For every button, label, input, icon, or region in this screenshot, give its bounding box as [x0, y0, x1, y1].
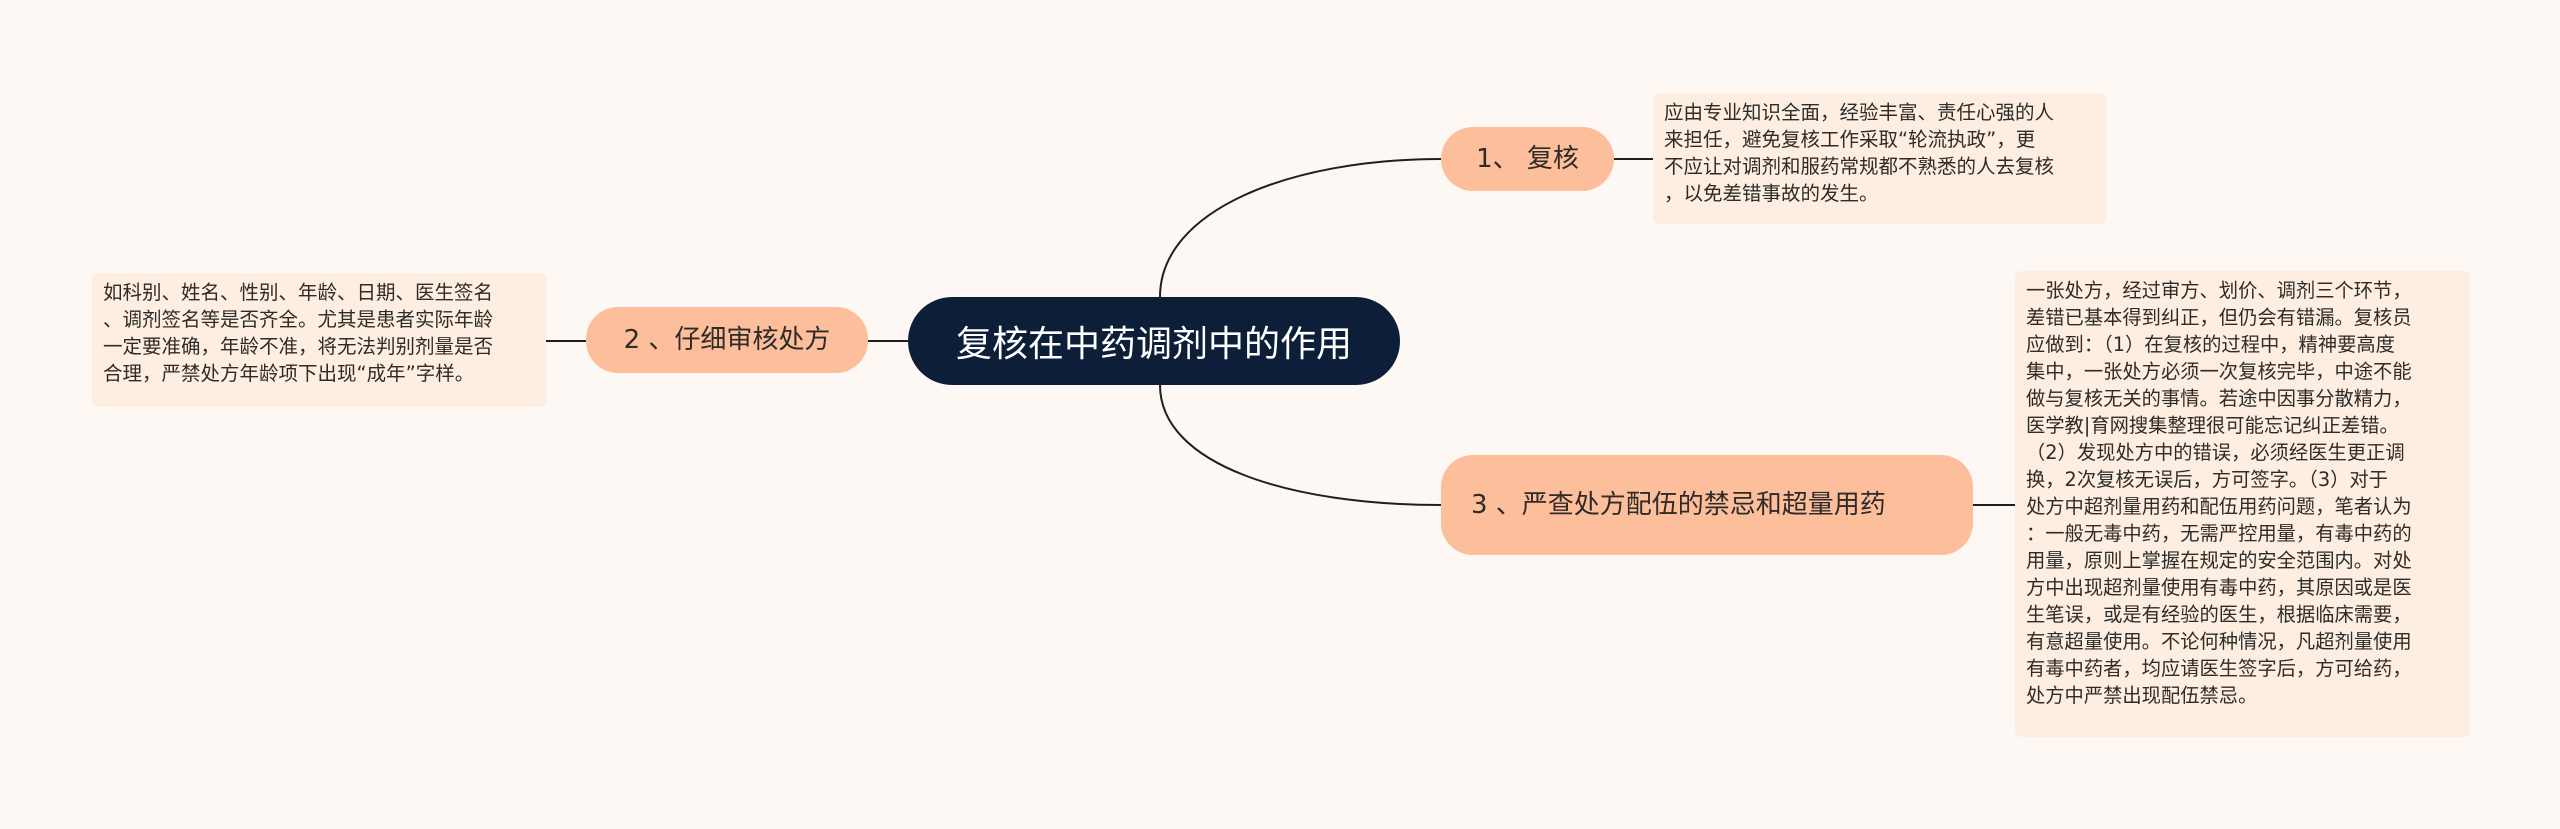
link-root-to-contraindication [1159, 384, 1442, 506]
prescription-check-detail: 如科别、姓名、性别、年龄、日期、医生签名 、调剂签名等是否齐全。尤其是患者实际年… [92, 273, 546, 407]
branch-contraindication-overdose[interactable]: 3 、严查处方配伍的禁忌和超量用药 [1441, 455, 1973, 555]
branch-prescription-check[interactable]: 2 、仔细审核处方 [586, 307, 868, 373]
central-topic[interactable]: 复核在中药调剂中的作用 [908, 297, 1400, 385]
branch-review[interactable]: 1、 复核 [1441, 127, 1614, 191]
contraindication-overdose-detail: 一张处方，经过审方、划价、调剂三个环节， 差错已基本得到纠正，但仍会有错漏。复核… [2015, 271, 2470, 737]
review-detail: 应由专业知识全面，经验丰富、责任心强的人 来担任，避免复核工作采取“轮流执政”，… [1653, 93, 2106, 224]
link-root-to-review [1159, 158, 1442, 298]
